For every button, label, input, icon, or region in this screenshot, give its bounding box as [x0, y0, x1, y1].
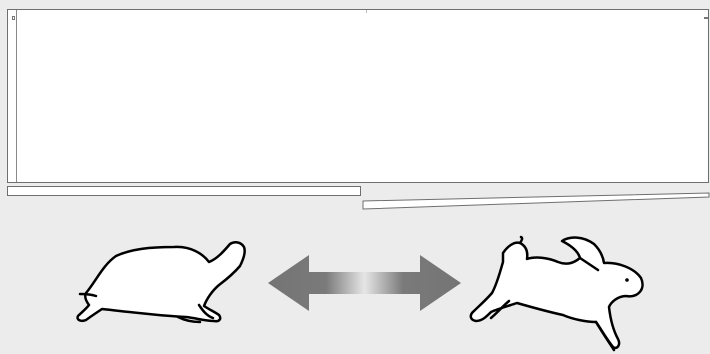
right-slider-track[interactable] [0, 0, 710, 354]
